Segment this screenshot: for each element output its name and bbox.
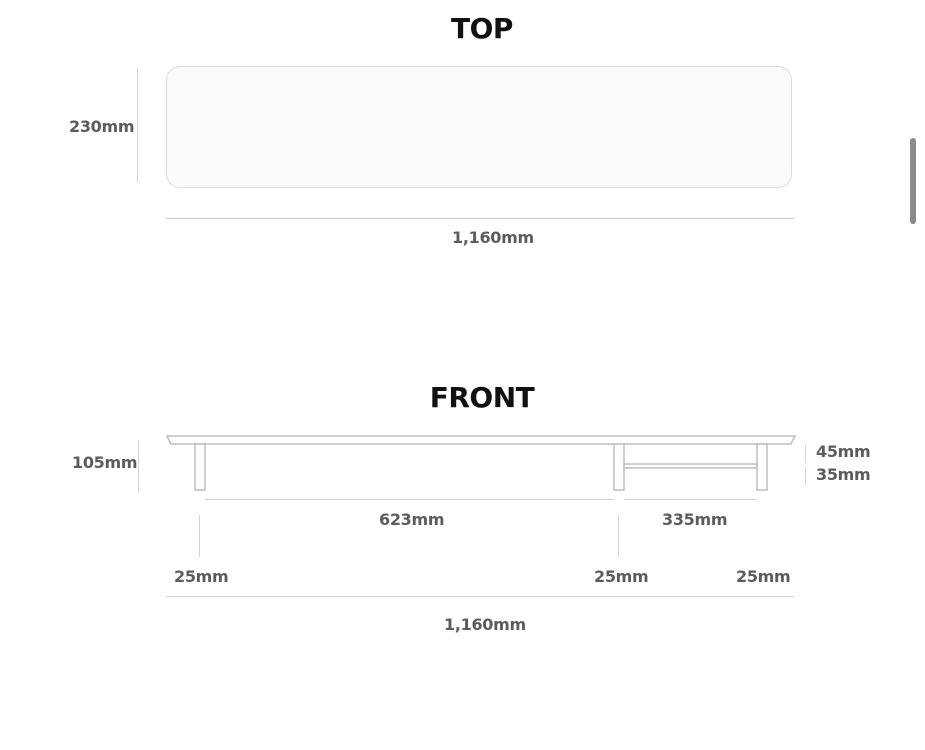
leg-middle-extension-line xyxy=(618,515,619,557)
top-width-label: 1,160mm xyxy=(452,228,534,247)
span-right-label: 335mm xyxy=(662,510,728,529)
leg-left-extension-line xyxy=(199,515,200,557)
front-height-dimension-line xyxy=(138,440,139,492)
top-view-title: TOP xyxy=(451,12,513,45)
top-view-outline xyxy=(166,66,792,188)
front-leg-left xyxy=(194,443,206,491)
front-view-title: FRONT xyxy=(429,381,535,414)
span-right-dimension-line xyxy=(624,499,757,500)
top-depth-dimension-line xyxy=(137,68,138,182)
shelf-bottom-label: 35mm xyxy=(816,465,871,484)
leg-left-label: 25mm xyxy=(174,567,229,586)
shelf-top-dimension-line xyxy=(805,445,806,463)
front-height-label: 105mm xyxy=(72,453,138,472)
vertical-scrollbar[interactable] xyxy=(910,138,916,224)
leg-middle-label: 25mm xyxy=(594,567,649,586)
leg-right-label: 25mm xyxy=(736,567,791,586)
front-width-dimension-line xyxy=(166,596,794,597)
front-tabletop xyxy=(165,435,797,445)
shelf-top-label: 45mm xyxy=(816,442,871,461)
top-width-dimension-line xyxy=(166,218,794,219)
span-left-label: 623mm xyxy=(379,510,445,529)
front-lower-shelf xyxy=(623,463,758,469)
span-left-dimension-line xyxy=(205,499,614,500)
top-depth-label: 230mm xyxy=(69,117,135,136)
shelf-bottom-dimension-line xyxy=(805,467,806,485)
front-leg-right xyxy=(756,443,768,491)
front-leg-middle xyxy=(613,443,625,491)
front-width-label: 1,160mm xyxy=(444,615,526,634)
